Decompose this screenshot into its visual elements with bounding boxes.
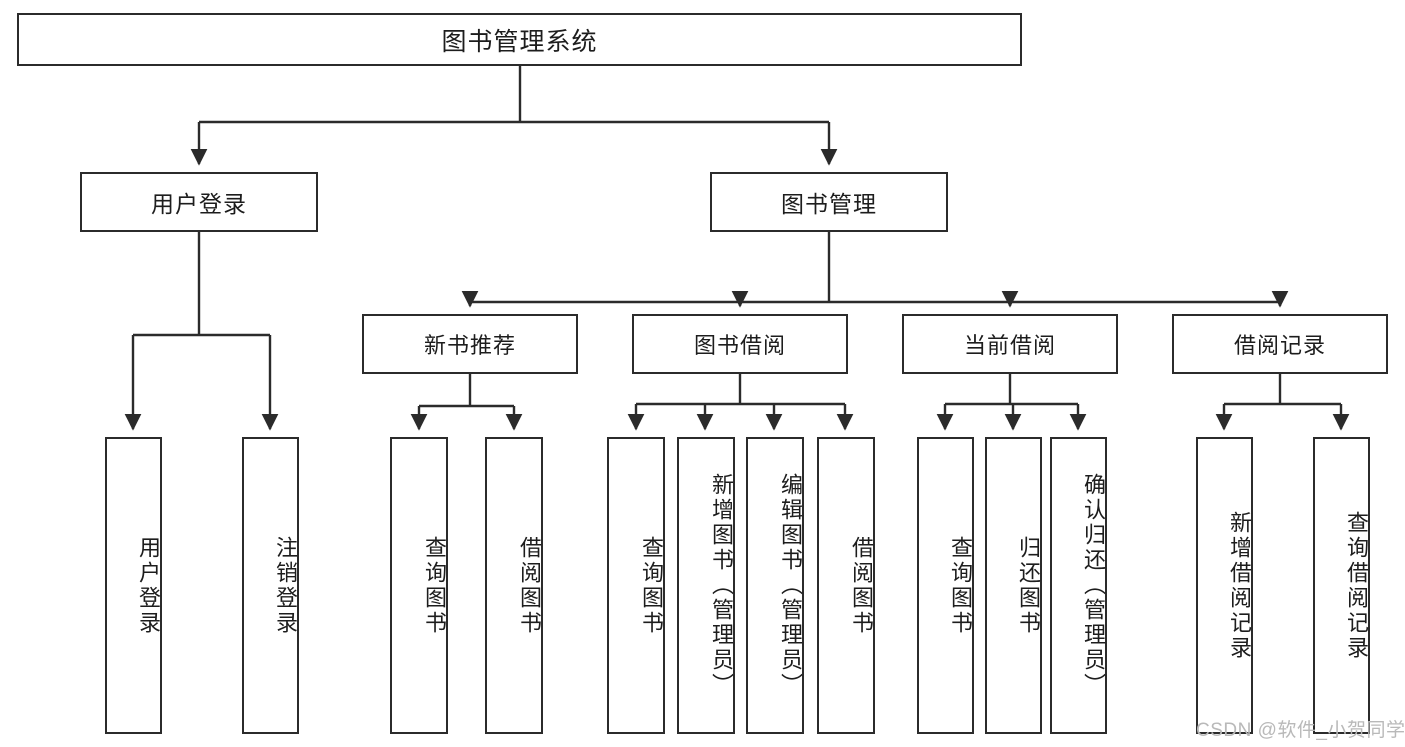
node-label: 新书推荐 xyxy=(423,333,516,358)
leaf-add-book-admin[interactable]: 新增图书（管理员） xyxy=(677,437,735,734)
leaf-label: 用户登录 xyxy=(136,535,161,636)
node-label: 图书管理 xyxy=(781,191,877,217)
leaf-label: 新增图书（管理员） xyxy=(709,473,734,698)
node-label: 图书管理系统 xyxy=(441,27,598,56)
node-new-book-recommendation[interactable]: 新书推荐 xyxy=(362,314,578,374)
node-borrowing-records[interactable]: 借阅记录 xyxy=(1172,314,1388,374)
node-book-borrowing[interactable]: 图书借阅 xyxy=(632,314,848,374)
leaf-return-books[interactable]: 归还图书 xyxy=(985,437,1042,734)
leaf-label: 新增借阅记录 xyxy=(1227,510,1252,661)
leaf-query-borrow-record[interactable]: 查询借阅记录 xyxy=(1313,437,1370,734)
leaf-query-books-borrowing[interactable]: 查询图书 xyxy=(607,437,665,734)
leaf-edit-book-admin[interactable]: 编辑图书（管理员） xyxy=(746,437,804,734)
leaf-label: 借阅图书 xyxy=(849,535,874,636)
leaf-confirm-return-admin[interactable]: 确认归还（管理员） xyxy=(1050,437,1107,734)
leaf-label: 查询图书 xyxy=(639,535,664,636)
node-label: 当前借阅 xyxy=(963,333,1056,358)
node-root-system[interactable]: 图书管理系统 xyxy=(17,13,1022,66)
leaf-borrow-books-recommendation[interactable]: 借阅图书 xyxy=(485,437,543,734)
node-book-management[interactable]: 图书管理 xyxy=(710,172,948,232)
node-label: 借阅记录 xyxy=(1233,333,1326,358)
node-user-login[interactable]: 用户登录 xyxy=(80,172,318,232)
leaf-add-borrow-record[interactable]: 新增借阅记录 xyxy=(1196,437,1253,734)
leaf-borrow-books[interactable]: 借阅图书 xyxy=(817,437,875,734)
leaf-label: 查询图书 xyxy=(948,535,973,636)
leaf-label: 查询图书 xyxy=(422,535,447,636)
node-label: 图书借阅 xyxy=(693,333,786,358)
leaf-label: 查询借阅记录 xyxy=(1344,510,1369,661)
leaf-label: 借阅图书 xyxy=(517,535,542,636)
leaf-logout[interactable]: 注销登录 xyxy=(242,437,299,734)
node-label: 用户登录 xyxy=(151,191,247,217)
leaf-label: 编辑图书（管理员） xyxy=(778,473,803,698)
leaf-user-login[interactable]: 用户登录 xyxy=(105,437,162,734)
leaf-query-books-recommendation[interactable]: 查询图书 xyxy=(390,437,448,734)
leaf-query-books-current[interactable]: 查询图书 xyxy=(917,437,974,734)
node-current-borrowing[interactable]: 当前借阅 xyxy=(902,314,1118,374)
leaf-label: 确认归还（管理员） xyxy=(1081,473,1106,698)
leaf-label: 归还图书 xyxy=(1016,535,1041,636)
csdn-watermark: CSDN @软件_小贺同学 xyxy=(1196,720,1405,741)
leaf-label: 注销登录 xyxy=(273,535,298,636)
